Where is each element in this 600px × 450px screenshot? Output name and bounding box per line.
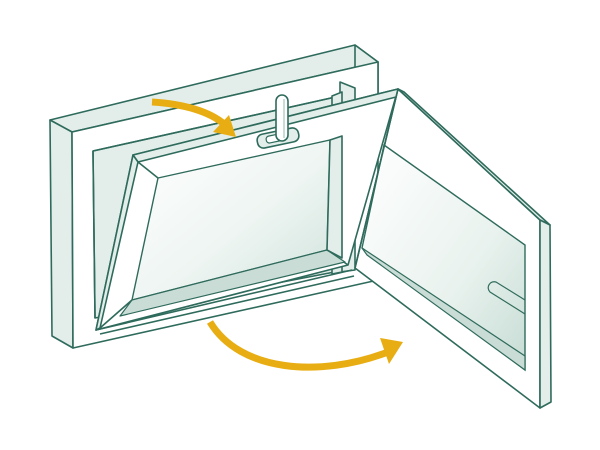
frame-left-face <box>49 119 74 349</box>
sash-slot-icon <box>487 281 526 315</box>
window-handle[interactable] <box>256 94 300 149</box>
tilt-arrow-icon <box>151 98 236 137</box>
opened-sash <box>354 88 552 409</box>
tilted-sash <box>95 88 401 335</box>
handle-lever-icon <box>275 94 289 142</box>
turn-arrow-icon <box>207 320 403 371</box>
